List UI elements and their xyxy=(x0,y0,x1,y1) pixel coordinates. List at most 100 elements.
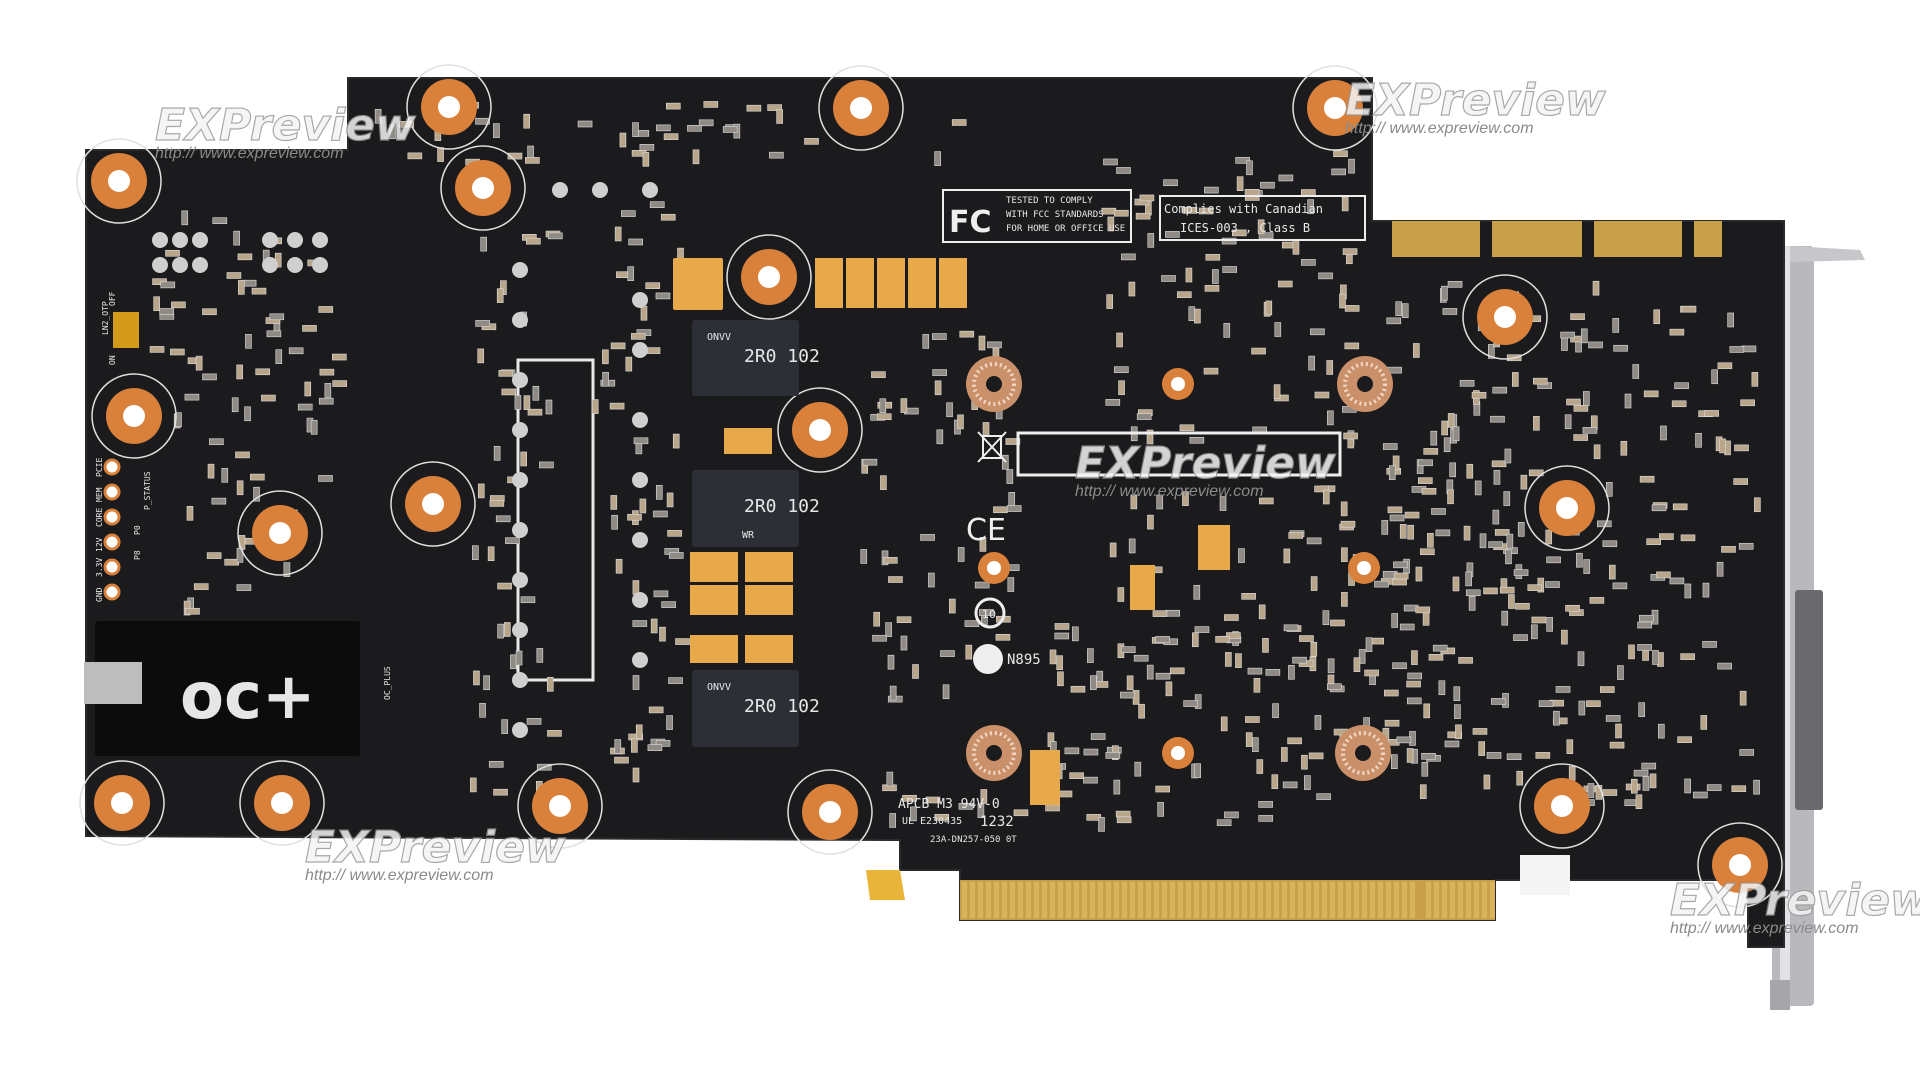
smd-component xyxy=(1582,427,1598,434)
capacitor xyxy=(592,182,608,198)
gold-finger xyxy=(1122,882,1127,918)
smd-component xyxy=(609,402,625,410)
smd-component xyxy=(776,109,783,124)
smd-component xyxy=(1468,596,1476,611)
smd-component xyxy=(1638,702,1645,717)
smd-component xyxy=(536,648,544,663)
capacitor xyxy=(287,232,303,248)
smd-component xyxy=(1395,301,1403,317)
smd-component xyxy=(1583,559,1591,574)
smd-component xyxy=(1418,459,1433,467)
backplate-hole-ring xyxy=(1341,731,1385,775)
gold-finger xyxy=(1218,882,1223,918)
smd-component xyxy=(1344,305,1360,312)
smd-component xyxy=(1288,532,1304,539)
smd-component xyxy=(487,546,495,562)
gold-finger xyxy=(1042,882,1047,918)
smd-component xyxy=(1573,434,1589,441)
smd-component xyxy=(642,152,650,167)
gold-finger xyxy=(1298,882,1303,918)
smd-component xyxy=(942,684,950,700)
smd-component xyxy=(1288,664,1295,680)
smd-component xyxy=(1134,761,1142,777)
smd-component xyxy=(632,767,640,783)
smd-component xyxy=(1415,606,1431,614)
smd-component xyxy=(1070,685,1086,693)
smd-component xyxy=(547,730,562,737)
inductor-brand: ONVV xyxy=(707,332,731,343)
ln2-otp-switch[interactable]: LN2_OTP ON OFF xyxy=(101,291,139,365)
smd-component xyxy=(1580,328,1588,344)
smd-component xyxy=(233,230,240,246)
smd-component xyxy=(1700,715,1708,730)
recycle-label: 10 xyxy=(982,608,996,621)
smd-component xyxy=(1189,436,1205,444)
smd-component xyxy=(207,463,215,479)
svg-text:UL: UL xyxy=(902,816,914,827)
smd-component xyxy=(1465,571,1472,587)
smd-component xyxy=(1506,753,1522,761)
smd-component xyxy=(656,124,671,132)
small-hole-center xyxy=(1171,746,1185,760)
hole-keepout xyxy=(1462,274,1548,360)
inductor-label: 2R0 102 xyxy=(744,496,820,517)
smd-component xyxy=(504,622,511,637)
smd-component xyxy=(1490,415,1505,423)
gold-finger xyxy=(1098,882,1103,918)
smd-component xyxy=(1348,158,1355,174)
smd-component xyxy=(871,371,886,378)
fcc-label: FC TESTED TO COMPLY WITH FCC STANDARDS F… xyxy=(942,189,1132,243)
smd-component xyxy=(472,545,479,561)
smd-component xyxy=(887,654,895,670)
smd-component xyxy=(1458,657,1473,664)
smd-component xyxy=(1281,747,1288,762)
small-hole-center xyxy=(1357,561,1371,575)
smd-component xyxy=(1238,548,1245,563)
smd-component xyxy=(1399,524,1407,539)
smd-component xyxy=(1642,776,1650,791)
smd-component xyxy=(668,677,683,684)
smd-component xyxy=(1587,783,1595,798)
smd-component xyxy=(1532,377,1548,385)
smd-component xyxy=(1339,293,1346,309)
smd-component xyxy=(493,446,501,461)
smd-component xyxy=(639,144,655,151)
gold-finger xyxy=(1370,882,1375,918)
smd-component xyxy=(1639,475,1655,483)
probe-label: MEM xyxy=(95,487,104,502)
smd-component xyxy=(668,552,684,559)
smd-component xyxy=(1182,491,1189,506)
smd-component xyxy=(995,633,1011,641)
smd-component xyxy=(437,147,444,162)
smd-component xyxy=(1531,624,1538,640)
watermark-url: http:// www.expreview.com xyxy=(305,867,494,884)
small-hole-center xyxy=(987,561,1001,575)
mounting-hole-center xyxy=(1324,97,1346,119)
smd-component xyxy=(1163,179,1178,187)
smd-component xyxy=(1188,306,1196,322)
smd-component xyxy=(1193,584,1201,600)
gold-finger xyxy=(1250,882,1255,918)
smd-component xyxy=(1613,344,1628,352)
gold-finger xyxy=(1026,882,1031,918)
smd-component xyxy=(1353,657,1361,672)
smd-component xyxy=(1090,675,1097,690)
mini-usb-port[interactable] xyxy=(84,662,142,704)
smd-component xyxy=(625,356,633,372)
smd-component xyxy=(1272,703,1279,718)
smd-component xyxy=(645,347,661,354)
smd-component xyxy=(149,346,165,353)
gold-finger xyxy=(1010,882,1015,918)
smd-component xyxy=(324,383,332,398)
smd-component xyxy=(266,330,282,338)
smd-component xyxy=(610,495,618,510)
smd-component xyxy=(934,151,941,166)
smd-component xyxy=(1546,617,1553,632)
smd-component xyxy=(1121,253,1136,261)
gold-finger xyxy=(1090,882,1095,918)
capacitor xyxy=(512,422,528,438)
smd-component xyxy=(297,403,313,411)
